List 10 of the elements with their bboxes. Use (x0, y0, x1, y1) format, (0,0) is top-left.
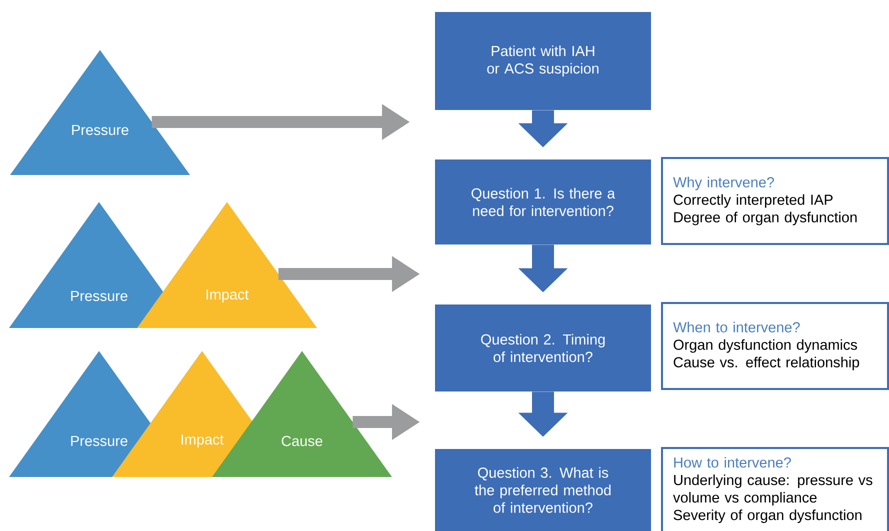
triangle: Pressure (10, 50, 190, 175)
note-box: Why intervene? Correctly interpreted IAP Degree of organ dysfunction (661, 157, 889, 245)
process-box: Patient with IAH or ACS suspicion (435, 12, 651, 110)
process-box: Question 3. What is the preferred method of intervention? (435, 449, 651, 531)
triangle: Pressure (9, 202, 189, 328)
note-box: How to intervene? Underlying cause: pressure vs volume vs compliance Severity of organ dysfunction (661, 447, 889, 531)
process-box: Question 2. Timing of intervention? (435, 304, 651, 392)
process-box: Question 1. Is there a need for intervention? (435, 160, 651, 244)
note-box: When to intervene? Organ dysfunction dynamics Cause vs. effect relationship (661, 302, 889, 390)
triangle: Impact (137, 202, 317, 328)
